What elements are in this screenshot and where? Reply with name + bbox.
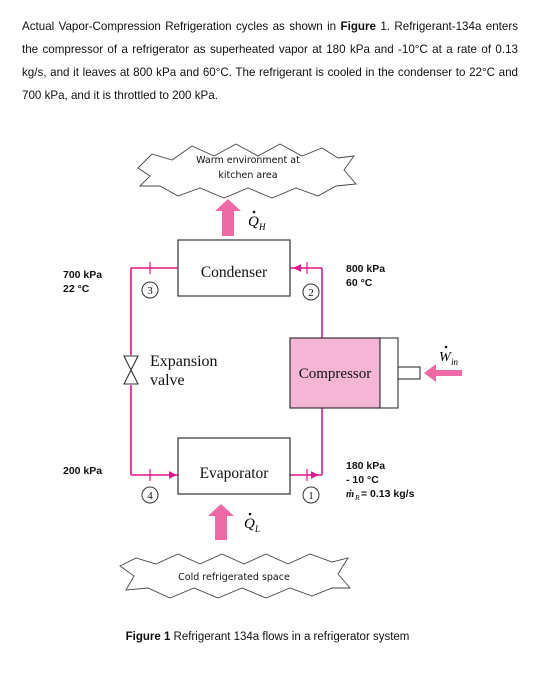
svg-text:H: H [258, 222, 266, 232]
svg-text:Q: Q [244, 516, 255, 532]
expansion-valve-symbol [123, 355, 139, 385]
svg-text:Q: Q [248, 214, 259, 230]
warm-environment-cloud [137, 143, 357, 199]
figure-reference: Figure [340, 20, 376, 33]
figure-caption-text: Refrigerant 134a flows in a refrigerator… [170, 631, 410, 643]
warm-environment-label-1: Warm environment at [196, 155, 300, 166]
cold-space-cloud [119, 553, 351, 599]
warm-environment-label-2: kitchen area [218, 170, 277, 181]
svg-text:2: 2 [308, 287, 314, 299]
svg-text:L: L [254, 524, 260, 534]
state-4-marker: 4 [141, 486, 159, 504]
state-2-temperature: 60 °C [346, 277, 373, 289]
problem-text-2: 1. Refrigerant-134a enters the compresso… [22, 20, 518, 102]
state-3-marker: 3 [141, 281, 159, 299]
state-2-marker: 2 [302, 283, 320, 301]
svg-text:4: 4 [147, 490, 153, 502]
heat-out-arrow [215, 199, 241, 236]
state-2-pressure: 800 kPa [346, 263, 385, 275]
problem-statement: Actual Vapor-Compression Refrigeration c… [22, 15, 518, 107]
state-4-pressure: 200 kPa [63, 465, 102, 477]
state-1-pressure: 180 kPa [346, 460, 385, 472]
mass-flow-rate: ṁ R = 0.13 kg/s [346, 488, 415, 502]
work-in-arrow [424, 364, 462, 382]
state-3-temperature: 22 °C [63, 283, 90, 295]
figure-caption-label: Figure 1 [125, 631, 171, 643]
figure-caption: Figure 1 Refrigerant 134a flows in a ref… [0, 631, 535, 643]
svg-text:R: R [354, 493, 360, 502]
state-1-marker: 1 [302, 486, 320, 504]
expansion-valve-label-1: Expansion [150, 353, 218, 370]
evaporator-box [177, 437, 291, 495]
state-1-temperature: - 10 °C [346, 474, 379, 486]
compressor-label: Compressor [299, 366, 372, 382]
svg-text:= 0.13 kg/s: = 0.13 kg/s [361, 488, 415, 500]
expansion-valve-label-2: valve [150, 372, 185, 389]
heat-out-label: Q H [248, 210, 266, 232]
svg-text:ṁ: ṁ [346, 489, 354, 500]
condenser-box [177, 239, 291, 297]
heat-in-label: Q L [244, 512, 260, 534]
compressor-box [289, 337, 381, 409]
work-in-label: W in [439, 345, 459, 367]
evaporator-label: Evaporator [200, 465, 270, 482]
state-3-pressure: 700 kPa [63, 269, 102, 281]
heat-in-arrow [208, 504, 234, 540]
cold-space-label: Cold refrigerated space [178, 572, 290, 583]
refrigerant-piping [130, 264, 323, 479]
condenser-label: Condenser [201, 264, 268, 281]
problem-text-1: Actual Vapor-Compression Refrigeration c… [22, 20, 341, 33]
svg-text:in: in [451, 357, 459, 367]
svg-text:3: 3 [147, 285, 153, 297]
compressor-shaft [379, 337, 421, 409]
svg-text:1: 1 [308, 490, 314, 502]
svg-text:W: W [439, 350, 452, 365]
